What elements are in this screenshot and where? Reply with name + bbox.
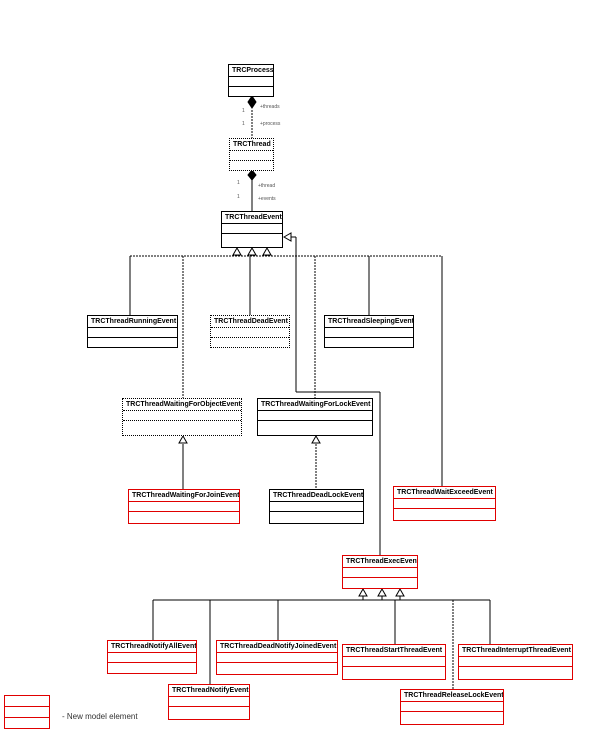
class-name: TRCThread [230, 139, 273, 151]
inheritance-arrowhead [395, 587, 405, 597]
class-trcthreadstartthreadevent[interactable]: TRCThreadStartThreadEvent [342, 644, 446, 680]
role-label: +process [260, 121, 281, 127]
class-name: TRCThreadSleepingEvent [325, 316, 413, 328]
class-attributes [129, 502, 239, 512]
class-name: TRCThreadWaitingForObjectEvent [123, 399, 241, 411]
class-operations [343, 667, 445, 677]
class-attributes [123, 411, 241, 421]
class-trcthreadreleaselockevent[interactable]: TRCThreadReleaseLockEvent [400, 689, 504, 725]
class-operations [108, 663, 196, 673]
class-operations [230, 161, 273, 171]
class-operations [459, 667, 572, 677]
class-trcthreadwaitexceedevent[interactable]: TRCThreadWaitExceedEvent [393, 486, 496, 521]
class-operations [129, 512, 239, 522]
class-trcthreaddeadnotifyjoinedevent[interactable]: TRCThreadDeadNotifyJoinedEvent [216, 640, 338, 675]
inheritance-arrowhead [262, 246, 272, 256]
inheritance-arrowhead [311, 434, 321, 444]
class-operations [88, 338, 177, 348]
class-operations [217, 663, 337, 673]
class-attributes [343, 657, 445, 667]
class-trcthreadrunningevent[interactable]: TRCThreadRunningEvent [87, 315, 178, 348]
class-operations [394, 509, 495, 519]
class-attributes [230, 151, 273, 161]
class-operations [325, 338, 413, 348]
class-name: TRCThreadEvent [222, 212, 282, 224]
inheritance-arrowhead [282, 232, 292, 242]
class-attributes [88, 328, 177, 338]
class-attributes [343, 568, 417, 578]
legend-swatch-section [5, 718, 49, 729]
class-operations [169, 707, 249, 717]
class-trcthreadwaitingforobjectevent[interactable]: TRCThreadWaitingForObjectEvent [122, 398, 242, 436]
legend-label: - New model element [62, 712, 138, 721]
class-attributes [325, 328, 413, 338]
composition-diamond [247, 95, 257, 109]
class-attributes [211, 328, 289, 338]
class-attributes [270, 502, 363, 512]
class-name: TRCThreadRunningEvent [88, 316, 177, 328]
class-attributes [169, 697, 249, 707]
class-name: TRCThreadNotifyAllEvent [108, 641, 196, 653]
legend-swatch-section [5, 707, 49, 718]
multiplicity-label: 1 [237, 194, 240, 200]
class-attributes [258, 411, 372, 421]
legend-swatch-section [5, 696, 49, 707]
multiplicity-label: 1 [237, 180, 240, 186]
inheritance-arrowhead [247, 246, 257, 256]
class-trcthreadexecevent[interactable]: TRCThreadExecEvent [342, 555, 418, 589]
class-name: TRCThreadNotifyEvent [169, 685, 249, 697]
class-attributes [394, 499, 495, 509]
class-name: TRCThreadReleaseLockEvent [401, 690, 503, 702]
class-trcthread[interactable]: TRCThread [229, 138, 274, 171]
class-attributes [229, 77, 273, 87]
class-name: TRCThreadDeadLockEvent [270, 490, 363, 502]
class-name: TRCThreadWaitingForLockEvent [258, 399, 372, 411]
class-name: TRCThreadExecEvent [343, 556, 417, 568]
class-trcthreadsleepingevent[interactable]: TRCThreadSleepingEvent [324, 315, 414, 348]
class-attributes [401, 702, 503, 712]
class-operations [270, 512, 363, 522]
class-operations [229, 87, 273, 97]
class-operations [222, 234, 282, 244]
inheritance-arrowhead [178, 434, 188, 444]
role-label: +thread [258, 183, 276, 189]
class-trcthreadwaitingforlockevent[interactable]: TRCThreadWaitingForLockEvent [257, 398, 373, 436]
inheritance-arrowhead [232, 246, 242, 256]
multiplicity-label: 1 [242, 108, 245, 114]
class-name: TRCProcess [229, 65, 273, 77]
class-trcthreadevent[interactable]: TRCThreadEvent [221, 211, 283, 248]
class-name: TRCThreadStartThreadEvent [343, 645, 445, 657]
class-name: TRCThreadWaitExceedEvent [394, 487, 495, 499]
class-trcthreadnotifyallevent[interactable]: TRCThreadNotifyAllEvent [107, 640, 197, 674]
class-trcthreadwaitingforjoinevent[interactable]: TRCThreadWaitingForJoinEvent [128, 489, 240, 524]
class-attributes [459, 657, 572, 667]
class-name: TRCThreadDeadNotifyJoinedEvent [217, 641, 337, 653]
role-label: +threads [260, 104, 280, 110]
class-trcthreadinterruptthreadevent[interactable]: TRCThreadInterruptThreadEvent [458, 644, 573, 680]
class-operations [258, 421, 372, 431]
class-attributes [217, 653, 337, 663]
class-trcthreadnotifyevent[interactable]: TRCThreadNotifyEvent [168, 684, 250, 720]
class-operations [401, 712, 503, 722]
legend-swatch [4, 695, 50, 729]
class-name: TRCThreadDeadEvent [211, 316, 289, 328]
class-trcprocess[interactable]: TRCProcess [228, 64, 274, 97]
class-name: TRCThreadWaitingForJoinEvent [129, 490, 239, 502]
class-attributes [108, 653, 196, 663]
class-trcthreaddeadevent[interactable]: TRCThreadDeadEvent [210, 315, 290, 348]
class-operations [211, 338, 289, 348]
multiplicity-label: 1 [242, 121, 245, 127]
class-trcthreaddeadlockevent[interactable]: TRCThreadDeadLockEvent [269, 489, 364, 524]
role-label: +events [258, 196, 276, 202]
composition-diamond [247, 169, 257, 181]
class-operations [123, 421, 241, 431]
class-operations [343, 578, 417, 588]
inheritance-arrowhead [377, 587, 387, 597]
inheritance-arrowhead [358, 587, 368, 597]
class-name: TRCThreadInterruptThreadEvent [459, 645, 572, 657]
class-attributes [222, 224, 282, 234]
